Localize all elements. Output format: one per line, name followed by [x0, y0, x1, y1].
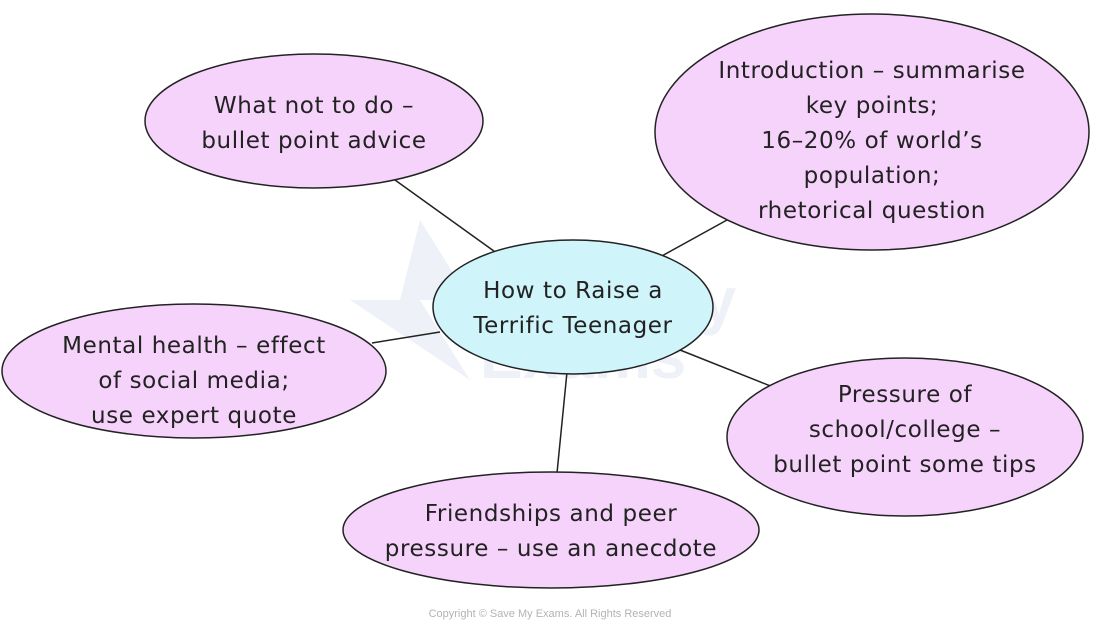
- connector-friendships: [556, 371, 568, 474]
- branch-introduction-line-5: rhetorical question: [758, 198, 986, 224]
- branch-friendships-line-2: pressure – use an anecdote: [385, 536, 717, 562]
- branch-pressure-line-1: Pressure of: [838, 382, 973, 408]
- copyright-notice: Copyright © Save My Exams. All Rights Re…: [428, 608, 672, 620]
- branch-node-what-not-to-do: What not to do – bullet point advice: [144, 53, 484, 189]
- branch-introduction-line-4: population;: [804, 163, 941, 189]
- central-topic-line-2: Terrific Teenager: [472, 313, 672, 339]
- branch-node-pressure: Pressure of school/college – bullet poin…: [726, 357, 1084, 517]
- branch-introduction-line-2: key points;: [806, 93, 939, 119]
- branch-pressure-line-2: school/college –: [809, 417, 1001, 443]
- branch-ellipse-mental-health: [1, 303, 387, 439]
- central-topic-node: How to Raise a Terrific Teenager: [432, 239, 714, 375]
- connector-what-not-to-do: [394, 179, 499, 255]
- branch-friendships-line-1: Friendships and peer: [425, 501, 678, 527]
- branch-mental-health-line-3: use expert quote: [91, 403, 297, 429]
- branch-mental-health-line-2: of social media;: [98, 368, 289, 394]
- branch-mental-health-line-1: Mental health – effect: [62, 333, 326, 359]
- connector-introduction: [659, 219, 728, 258]
- branch-what-not-to-do-line-1: What not to do –: [214, 93, 414, 119]
- branch-pressure-line-3: bullet point some tips: [773, 452, 1037, 478]
- branch-node-mental-health: Mental health – effect of social media; …: [1, 303, 387, 439]
- connector-pressure: [679, 349, 774, 388]
- central-topic-ellipse: [432, 239, 714, 375]
- connector-mental-health: [371, 331, 441, 344]
- branch-ellipse-introduction: [654, 13, 1090, 251]
- branch-node-friendships: Friendships and peer pressure – use an a…: [342, 471, 760, 589]
- branch-ellipse-pressure: [726, 357, 1084, 517]
- branch-introduction-line-1: Introduction – summarise: [718, 58, 1025, 84]
- branch-ellipse-what-not-to-do: [144, 53, 484, 189]
- branch-what-not-to-do-line-2: bullet point advice: [201, 128, 426, 154]
- branch-introduction-line-3: 16–20% of world’s: [761, 128, 983, 154]
- branch-node-introduction: Introduction – summarise key points; 16–…: [654, 13, 1090, 251]
- branch-ellipse-friendships: [342, 471, 760, 589]
- connectors: [371, 179, 774, 474]
- central-topic-line-1: How to Raise a: [483, 278, 663, 304]
